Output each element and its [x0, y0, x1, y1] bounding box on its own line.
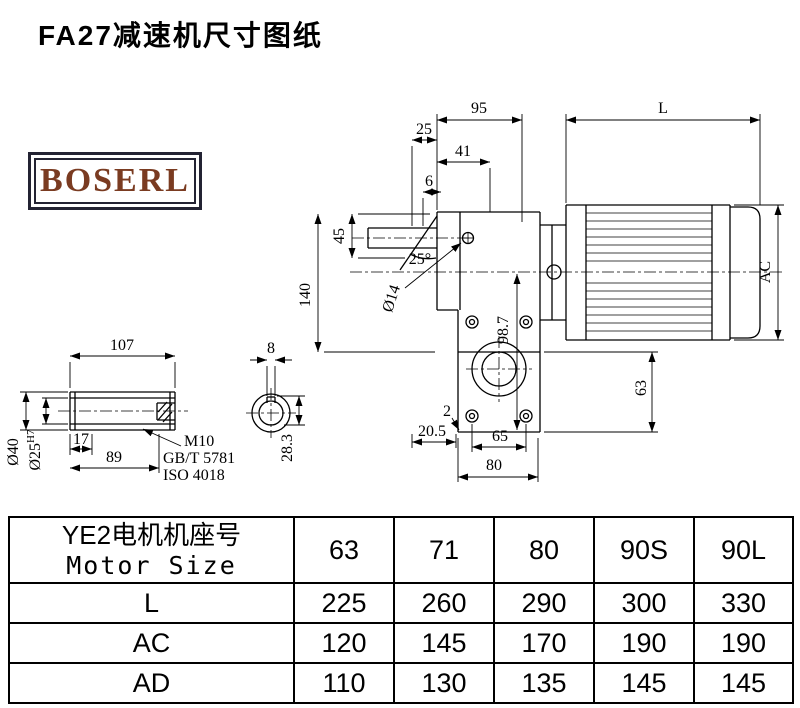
- cell-AC-90S: 190: [593, 622, 695, 664]
- row-label-L: L: [8, 582, 295, 624]
- row-label-AD: AD: [8, 662, 295, 704]
- page-title: FA27减速机尺寸图纸: [38, 20, 323, 51]
- dim-2-label: 2: [443, 403, 451, 420]
- gearbox-motor-outline: [367, 204, 761, 433]
- cell-L-80: 290: [493, 582, 595, 624]
- cell-AC-80: 170: [493, 622, 595, 664]
- cell-AD-63: 110: [293, 662, 395, 704]
- main-dimension-lines: [314, 114, 784, 482]
- dim-140-label: 140: [297, 283, 314, 307]
- size-col-71: 71: [393, 516, 495, 584]
- size-col-90L: 90L: [693, 516, 794, 584]
- shaft-detail-outline: [69, 391, 291, 433]
- dim-L-label: L: [658, 100, 668, 117]
- table-row-AD: AD 110 130 135 145 145: [8, 662, 794, 704]
- main-dimension-labels: 95 25 L 41 6 45 140 Ø14 25° 98.7 AC 63 2…: [297, 100, 774, 474]
- technical-drawing: 95 25 L 41 6 45 140 Ø14 25° 98.7 AC 63 2…: [5, 100, 784, 484]
- cell-AC-63: 120: [293, 622, 395, 664]
- dim-107-label: 107: [110, 337, 134, 354]
- size-col-80: 80: [493, 516, 595, 584]
- dim-80-label: 80: [486, 457, 502, 474]
- shaft-dimension-lines: [20, 352, 305, 473]
- dim-6-label: 6: [425, 173, 433, 190]
- dim-dia40-label: Ø40: [5, 438, 22, 466]
- dim-dia25-label: Ø25H7: [25, 429, 44, 471]
- brand-logo-text: BOSERL: [34, 158, 196, 204]
- dim-AC-label: AC: [757, 261, 774, 283]
- standard-iso-label: ISO 4018: [163, 467, 225, 484]
- dim-89-label: 89: [106, 449, 122, 466]
- cell-L-90L: 330: [693, 582, 794, 624]
- dim-45-label: 45: [331, 228, 348, 244]
- dim-20-5-label: 20.5: [418, 423, 446, 440]
- table-header-row: YE2电机机座号 Motor Size 63 71 80 90S 90L: [8, 516, 794, 584]
- motor-fins: [586, 212, 712, 332]
- dim-98-7-label: 98.7: [495, 316, 512, 344]
- dim-95-label: 95: [471, 100, 487, 117]
- row-label-AC: AC: [8, 622, 295, 664]
- dim-28-3-label: 28.3: [279, 434, 296, 462]
- size-col-63: 63: [293, 516, 395, 584]
- motor-dimension-table: YE2电机机座号 Motor Size 63 71 80 90S 90L L 2…: [8, 516, 794, 704]
- cell-AC-71: 145: [393, 622, 495, 664]
- motor-size-header-cn: YE2电机机座号: [61, 520, 242, 550]
- cell-AD-90S: 145: [593, 662, 695, 704]
- cell-AD-80: 135: [493, 662, 595, 704]
- shaft-dimension-labels: 107 8 17 89 M10 GB/T 5781 ISO 4018 Ø40 Ø…: [5, 337, 296, 484]
- table-row-AC: AC 120 145 170 190 190: [8, 622, 794, 664]
- cell-L-90S: 300: [593, 582, 695, 624]
- cell-L-71: 260: [393, 582, 495, 624]
- motor-size-header-cell: YE2电机机座号 Motor Size: [8, 516, 295, 584]
- brand-logo-box: BOSERL: [28, 152, 202, 210]
- dim-25-label: 25: [416, 121, 432, 138]
- dim-dia14-label: Ø14: [379, 283, 404, 314]
- size-col-90S: 90S: [593, 516, 695, 584]
- dim-65-label: 65: [492, 428, 508, 445]
- thread-spec-label: M10: [184, 433, 214, 450]
- dim-17-label: 17: [73, 431, 89, 448]
- cell-AC-90L: 190: [693, 622, 794, 664]
- table-row-L: L 225 260 290 300 330: [8, 582, 794, 624]
- dim-41-label: 41: [455, 143, 471, 160]
- dim-angle25-label: 25°: [409, 251, 431, 268]
- motor-size-header-en: Motor Size: [66, 551, 237, 580]
- dim-63-label: 63: [633, 380, 650, 396]
- cell-L-63: 225: [293, 582, 395, 624]
- dim-8-label: 8: [267, 340, 275, 357]
- standard-gbt-label: GB/T 5781: [163, 450, 235, 467]
- cell-AD-71: 130: [393, 662, 495, 704]
- centerlines: [58, 232, 782, 438]
- cell-AD-90L: 145: [693, 662, 794, 704]
